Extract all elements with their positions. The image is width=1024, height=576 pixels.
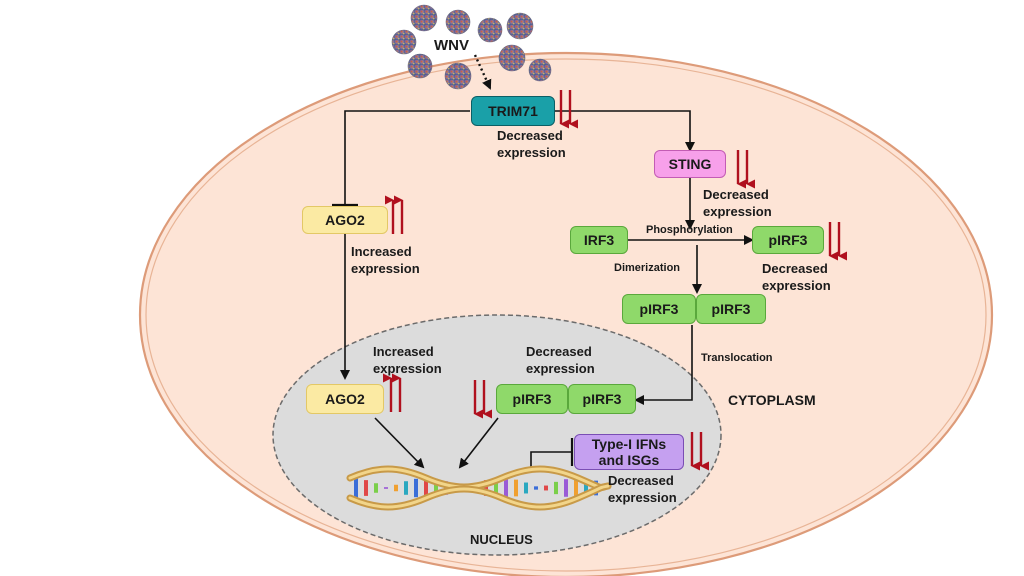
- nuclear-pirf3-left: pIRF3: [496, 384, 568, 414]
- trim71-annotation: Decreased expression: [497, 127, 566, 161]
- sting-annotation: Decreased expression: [703, 186, 772, 220]
- ifn-down-arrows: [690, 432, 709, 471]
- wnv-entry-arrow: [473, 54, 492, 90]
- annotation-line1: Decreased: [526, 344, 592, 359]
- ago2-to-dna-edge: [374, 417, 425, 469]
- wnv-label: WNV: [434, 37, 469, 54]
- ifn-label-line2: and ISGs: [598, 452, 660, 468]
- virion: [477, 17, 503, 43]
- annotation-line1: Decreased: [762, 261, 828, 276]
- translocation-edge: [634, 325, 693, 405]
- nucleus-label: NUCLEUS: [470, 532, 533, 547]
- trim71-to-sting-edge: [555, 110, 695, 152]
- cell-inner-membrane: [145, 58, 987, 572]
- virion: [506, 12, 534, 40]
- annotation-line1: Decreased: [497, 128, 563, 143]
- ago2-nucleus-up-arrows: [383, 373, 402, 412]
- virion: [410, 4, 438, 32]
- ago2-cytoplasm-up-arrows: [385, 195, 404, 234]
- annotation-line2: expression: [526, 361, 595, 376]
- nuclear-pirf3-annotation: Decreased expression: [526, 343, 595, 377]
- virion: [445, 9, 471, 35]
- nuclear-pirf3-right: pIRF3: [568, 384, 636, 414]
- pirf3-dimer-left: pIRF3: [622, 294, 696, 324]
- ago2-cytoplasm-annotation: Increased expression: [351, 243, 420, 277]
- ago2-cytoplasm-node: AGO2: [302, 206, 388, 234]
- sting-down-arrows: [736, 150, 755, 189]
- virion: [498, 44, 526, 72]
- annotation-line2: expression: [608, 490, 677, 505]
- type-i-ifns-isgs-node: Type-I IFNs and ISGs: [574, 434, 684, 470]
- translocation-label: Translocation: [701, 352, 773, 364]
- ifn-label-line1: Type-I IFNs: [591, 436, 667, 452]
- virion: [407, 53, 433, 79]
- trim71-down-arrows: [559, 90, 578, 129]
- ago2-nucleus-node: AGO2: [306, 384, 384, 414]
- pirf3-down-arrows: [828, 222, 847, 261]
- trim71-node: TRIM71: [471, 96, 555, 126]
- phosphorylation-label: Phosphorylation: [646, 224, 733, 236]
- annotation-line1: Increased: [373, 344, 434, 359]
- pirf3-node: pIRF3: [752, 226, 824, 254]
- annotation-line1: Decreased: [703, 187, 769, 202]
- wnv-virions: [391, 4, 552, 90]
- pirf3-dimer-right: pIRF3: [696, 294, 766, 324]
- annotation-line1: Decreased: [608, 473, 674, 488]
- annotation-line2: expression: [762, 278, 831, 293]
- annotation-line2: expression: [703, 204, 772, 219]
- pirf3-annotation: Decreased expression: [762, 260, 831, 294]
- ago2-nucleus-annotation: Increased expression: [373, 343, 442, 377]
- pirf3-to-dna-edge: [458, 417, 499, 469]
- virion: [391, 29, 417, 55]
- dimerization-label: Dimerization: [614, 262, 681, 274]
- annotation-line2: expression: [351, 261, 420, 276]
- annotation-line1: Increased: [351, 244, 412, 259]
- irf3-node: IRF3: [570, 226, 628, 254]
- trim71-inhibits-ago2-edge: [344, 110, 470, 205]
- sting-node: STING: [654, 150, 726, 178]
- dna-helix: [346, 465, 612, 511]
- virion: [528, 58, 552, 82]
- ifn-annotation: Decreased expression: [608, 472, 677, 506]
- virion: [444, 62, 472, 90]
- annotation-line2: expression: [497, 145, 566, 160]
- annotation-line2: expression: [373, 361, 442, 376]
- dna-to-ifn-edge: [530, 451, 572, 473]
- nuclear-pirf3-down-arrows: [473, 380, 492, 419]
- cytoplasm-label: CYTOPLASM: [728, 392, 816, 408]
